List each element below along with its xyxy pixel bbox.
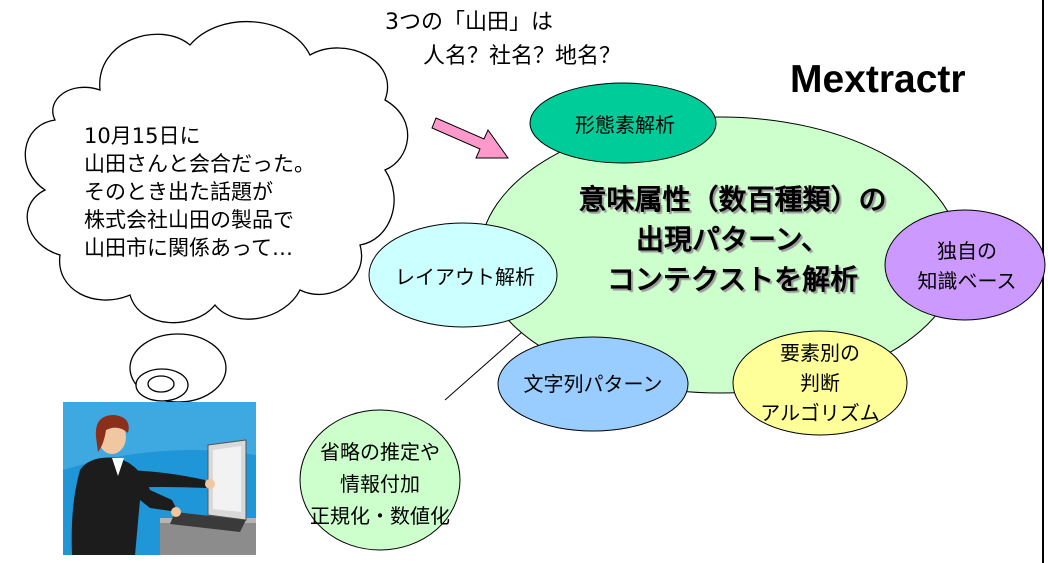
element-judgement-label: 要素別の 判断 アルゴリズム [735,338,905,428]
knowledge-base-label-line: 独自の [937,239,997,263]
thought-line: 山田市に関係あって… [84,236,293,260]
element-judgement-label-line: 判断 [800,371,840,395]
string-pattern-label: 文字列パターン [498,371,688,397]
element-judgement-label-line: 要素別の [780,341,860,365]
normalization-label: 省略の推定や 情報付加 正規化・数値化 [300,436,460,532]
layout-ellipse [368,222,558,328]
question-text: 3つの「山田」は 人名？社名？地名？ [385,6,621,74]
question-line-2: 人名？社名？地名？ [423,44,622,69]
thought-text: 10月15日に 山田さんと会合だった。 そのとき出た話題が 株式会社山田の製品で… [84,122,315,262]
layout-label-line: レイアウト解析 [395,265,535,289]
pink-arrow [431,117,509,159]
core-label-line: コンテクストを解析 [606,263,859,296]
connector-line [444,324,531,401]
normalization-label-line: 省略の推定や [320,440,440,464]
morphological-label-line: 形態素解析 [575,113,675,137]
person-at-laptop-icon [63,402,256,555]
element-judgement-ellipse [732,330,908,436]
string-pattern-label-line: 文字列パターン [523,372,663,396]
morphological-label: 形態素解析 [530,112,720,138]
knowledge-base-label-line: 知識ベース [917,269,1017,293]
thought-line: そのとき出た話題が [84,180,273,204]
thought-bubble-small [147,375,175,393]
thought-line: 山田さんと会合だった。 [84,152,315,176]
core-label: 意味属性（数百種類）の 出現パターン、 コンテクストを解析 [540,180,925,300]
question-line-1: 3つの「山田」は [385,10,553,35]
normalization-label-line: 情報付加 [340,472,420,496]
brand-name: Mextractr [790,58,966,101]
thought-cloud [24,20,409,324]
core-label-line: 意味属性（数百種類）の [578,183,887,216]
morphological-ellipse [529,82,717,164]
string-pattern-ellipse [497,336,689,432]
knowledge-base-ellipse [884,209,1046,321]
element-judgement-label-line: アルゴリズム [760,401,880,425]
layout-label: レイアウト解析 [370,264,560,290]
normalization-ellipse [299,409,461,551]
normalization-label-line: 正規化・数値化 [310,504,450,528]
core-label-line: 出現パターン、 [636,223,829,256]
knowledge-base-label: 独自の 知識ベース [887,236,1047,296]
thought-line: 株式会社山田の製品で [84,208,294,232]
thought-line: 10月15日に [84,124,201,148]
